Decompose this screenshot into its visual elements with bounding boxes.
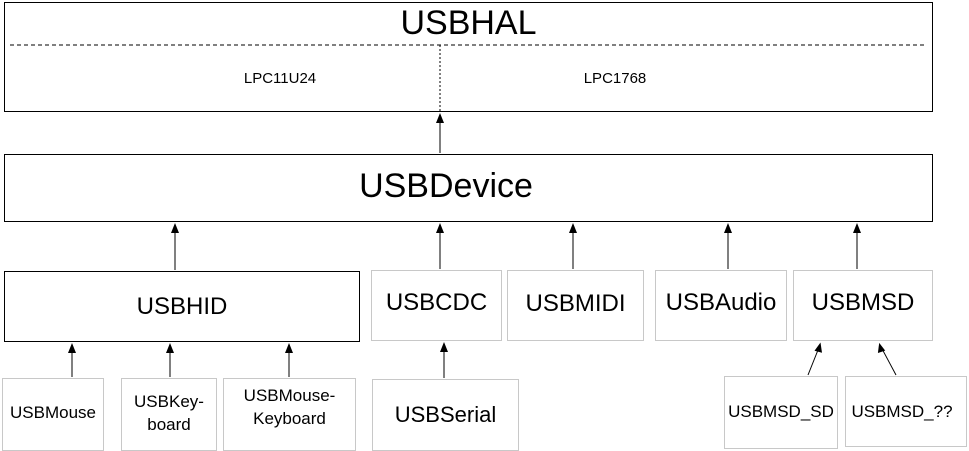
target-lpc1768: LPC1768 bbox=[583, 70, 647, 87]
usbaudio-label: USBAudio bbox=[665, 289, 777, 316]
usbcdc-box bbox=[371, 270, 502, 341]
usbhid-box bbox=[4, 271, 360, 342]
usbmouse-label: USBMouse bbox=[10, 403, 96, 422]
usbhid-label: USBHID bbox=[136, 293, 228, 320]
arrowhead-msd-sd-to-msd bbox=[814, 342, 822, 353]
usbhal-title: USBHAL bbox=[400, 4, 537, 42]
arrowhead-mouse-to-hid bbox=[68, 343, 76, 353]
usbkeyboard-label-2: board bbox=[147, 415, 191, 434]
arrowhead-msd-other-to-msd bbox=[877, 342, 886, 353]
usbkeyboard-box bbox=[121, 378, 217, 451]
usbserial-box bbox=[372, 379, 519, 451]
arrowhead-keyboard-to-hid bbox=[166, 343, 174, 353]
target-lpc11u24: LPC11U24 bbox=[243, 70, 317, 87]
arrowhead-cdc-to-device bbox=[436, 223, 444, 233]
usbaudio-box bbox=[655, 270, 787, 341]
usbserial-label: USBSerial bbox=[394, 402, 497, 427]
usbdevice-title: USBDevice bbox=[359, 167, 533, 205]
arrowhead-device-to-hal bbox=[436, 113, 444, 123]
usbmsd-label: USBMSD bbox=[811, 289, 915, 316]
usbmidi-label: USBMIDI bbox=[525, 290, 626, 317]
usbmsd-other-box bbox=[845, 376, 967, 447]
arrowhead-msd-to-device bbox=[853, 223, 861, 233]
usbmouse-box bbox=[2, 378, 104, 451]
arrowhead-midi-to-device bbox=[569, 223, 577, 233]
usbhal-box bbox=[4, 2, 933, 112]
usbdevice-box bbox=[4, 154, 933, 222]
usbmsd-other-label: USBMSD_?? bbox=[851, 402, 953, 421]
usbkeyboard-label-1: USBKey- bbox=[134, 392, 204, 411]
usbmsd-sd-label: USBMSD_SD bbox=[728, 402, 834, 421]
arrowhead-audio-to-device bbox=[724, 223, 732, 233]
usbcdc-label: USBCDC bbox=[385, 289, 488, 316]
usbmouse-keyboard-label-2: Keyboard bbox=[253, 409, 326, 428]
usbmouse-keyboard-box bbox=[223, 378, 356, 451]
usbmsd-sd-box bbox=[724, 376, 838, 449]
arrowhead-mouse-keyboard-to-hid bbox=[285, 343, 293, 353]
usbmidi-box bbox=[507, 270, 644, 341]
usbmsd-box bbox=[793, 270, 933, 341]
arrowhead-hid-to-device bbox=[171, 223, 179, 233]
arrowhead-serial-to-cdc bbox=[440, 342, 448, 352]
usbmouse-keyboard-label-1: USBMouse- bbox=[243, 386, 336, 405]
